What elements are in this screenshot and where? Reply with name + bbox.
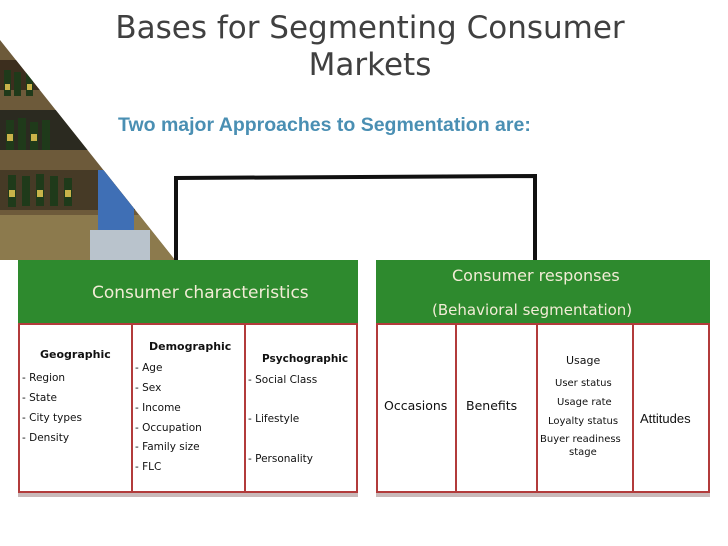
behavioral-segmentation-subheading: (Behavioral segmentation) [432,301,633,319]
consumer-characteristics-table [18,323,358,493]
demographic-item: - Occupation [135,422,202,434]
benefits-cell: Benefits [466,398,518,413]
consumer-responses-table [376,323,710,493]
psychographic-item: - Lifestyle [248,413,300,425]
attitudes-cell: Attitudes [640,411,691,426]
slide-title: Bases for Segmenting Consumer Markets [80,10,660,84]
column-divider [455,325,457,491]
consumer-responses-heading: Consumer responses [452,266,620,285]
consumer-characteristics-bar [18,260,358,323]
slide-subtitle: Two major Approaches to Segmentation are… [118,114,531,136]
usage-item: User status [555,378,612,389]
table-shadow [376,493,710,497]
usage-header: Usage [566,354,601,367]
demographic-item: - Family size [135,441,200,453]
geographic-header: Geographic [40,348,111,361]
usage-item: Buyer readiness [540,434,621,445]
usage-item: stage [569,447,597,458]
demographic-header: Demographic [149,340,232,353]
demographic-item: - Age [135,362,163,374]
geographic-item: - Density [22,432,70,444]
usage-item: Usage rate [557,397,612,408]
demographic-item: - Income [135,402,181,414]
psychographic-item: - Social Class [248,374,318,386]
consumer-characteristics-heading: Consumer characteristics [92,283,309,303]
title-line-1: Bases for Segmenting Consumer [115,10,625,46]
demographic-item: - FLC [135,461,162,473]
geographic-item: - City types [22,412,82,424]
consumer-responses-bar [376,260,710,323]
table-shadow [18,493,358,497]
psychographic-header: Psychographic [262,353,349,365]
occasions-cell: Occasions [384,398,448,413]
column-divider [131,325,133,491]
column-divider [536,325,538,491]
column-divider [244,325,246,491]
column-divider [632,325,634,491]
geographic-item: - State [22,392,57,404]
title-line-2: Markets [308,47,432,83]
shop-shelf-photo [0,40,175,260]
usage-item: Loyalty status [548,416,619,427]
psychographic-item: - Personality [248,453,314,465]
geographic-item: - Region [22,372,66,384]
demographic-item: - Sex [135,382,162,394]
